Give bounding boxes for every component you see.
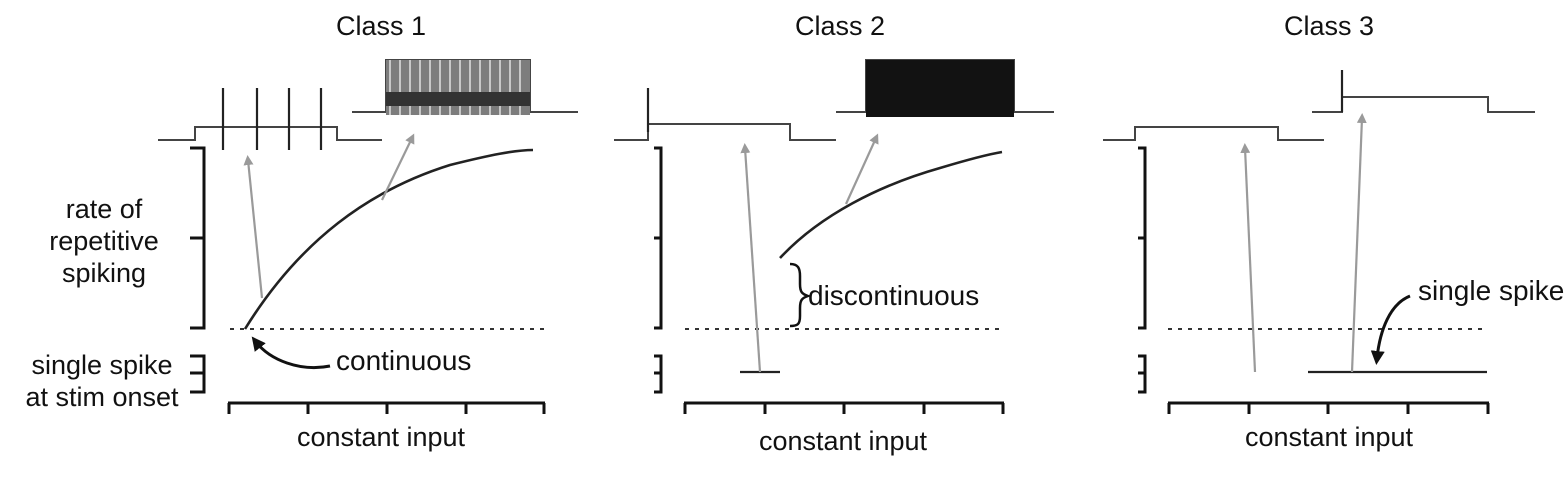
class-3-single-spike-trace (1312, 70, 1535, 113)
class-2-arrow-to-fast-trace (844, 133, 879, 205)
class-3-panel: Class 3 single spike (1103, 11, 1564, 452)
class-3-y-axis (1138, 146, 1147, 394)
class-1-title: Class 1 (336, 11, 426, 41)
class-2-y-axis (654, 146, 663, 394)
class-2-panel: Class 2 discontinuous (614, 11, 1054, 456)
y-label-single-line2: at stim onset (25, 382, 179, 412)
class-3-single-spike-arrow (1370, 294, 1411, 365)
class-3-x-axis (1167, 401, 1490, 414)
class-1-x-axis-label: constant input (297, 422, 466, 452)
class-1-x-axis (227, 401, 546, 414)
class-2-discontinuity-brace (789, 262, 812, 328)
y-label-rate-line1: rate of (66, 194, 143, 224)
class-2-arrow-to-single-spike (740, 143, 762, 373)
class-2-title: Class 2 (795, 11, 885, 41)
class-2-single-spike-trace (614, 88, 836, 141)
class-1-slow-spiking-trace (158, 88, 382, 150)
class-1-fi-curve (243, 148, 534, 330)
class-1-continuous-arrow (251, 336, 331, 370)
class-3-single-spike-label: single spike (1418, 275, 1564, 306)
class-2-x-axis-label: constant input (759, 426, 928, 456)
class-3-arrow-to-subthreshold (1240, 143, 1257, 373)
y-label-rate-line2: repetitive (49, 226, 159, 256)
class-1-panel: Class 1 rate of repetitive spiking singl… (25, 11, 578, 452)
burst-base (386, 92, 530, 106)
class-2-fast-spiking-trace (836, 59, 1054, 117)
class-2-fi-curve (779, 150, 1003, 259)
class-1-arrow-to-slow-trace (243, 155, 264, 299)
class-1-continuous-label: continuous (336, 345, 471, 376)
class-3-x-axis-label: constant input (1245, 422, 1414, 452)
class-2-x-axis (683, 401, 1005, 414)
class-3-title: Class 3 (1284, 11, 1374, 41)
y-label-single-line1: single spike (31, 350, 172, 380)
y-label-rate-line3: spiking (62, 258, 146, 288)
class-3-subthreshold-trace (1103, 126, 1324, 141)
class-3-arrow-to-single-spike (1350, 113, 1367, 373)
class-2-discontinuous-label: discontinuous (808, 280, 979, 311)
class-1-fast-spiking-trace (352, 59, 578, 115)
class-1-y-axis (190, 146, 206, 394)
class-1-arrow-to-fast-trace (381, 133, 415, 201)
